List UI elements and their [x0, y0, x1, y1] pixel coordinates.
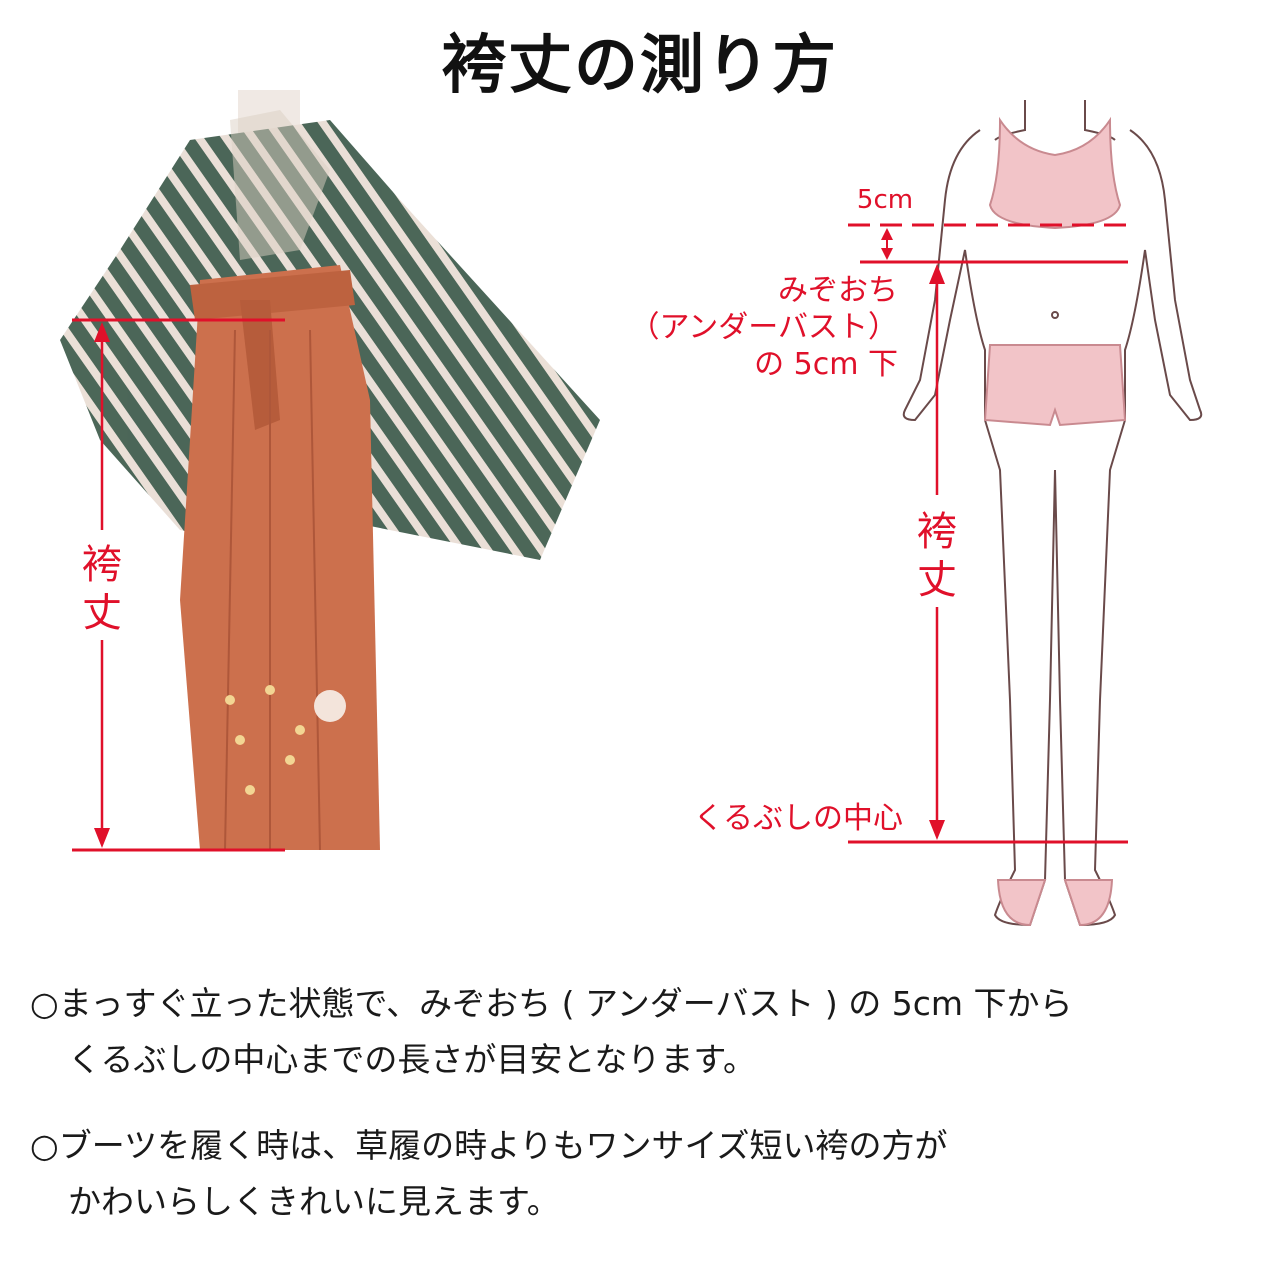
note-2: ○ブーツを履く時は、草履の時よりもワンサイズ短い袴の方が かわいらしくきれいに見… — [30, 1118, 947, 1230]
kimono-collar — [230, 110, 330, 260]
offset-label: 5cm — [857, 185, 913, 215]
body-figure — [902, 100, 1203, 927]
right-length-label-1: 袴 — [917, 509, 957, 555]
top-label-3: の 5cm 下 — [754, 347, 898, 382]
kimono-hakama-figure — [60, 90, 600, 851]
left-measure — [72, 318, 285, 852]
left-length-label-1: 袴 — [82, 542, 122, 588]
note-2-line-1: ○ブーツを履く時は、草履の時よりもワンサイズ短い袴の方が — [30, 1126, 948, 1165]
note-2-line-2: かわいらしくきれいに見えます。 — [68, 1182, 560, 1221]
note-1-line-2: くるぶしの中心までの長さが目安となります。 — [68, 1040, 757, 1079]
flower-embroidery — [314, 690, 346, 722]
right-length-label-2: 丈 — [917, 557, 957, 603]
note-1: ○まっすぐ立った状態で、みぞおち ( アンダーバスト ) の 5cm 下から く… — [30, 976, 1072, 1088]
top-label-2: （アンダーバスト） — [630, 310, 899, 345]
page-title: 袴丈の測り方 — [442, 29, 838, 103]
top-label-1: みぞおち — [778, 273, 898, 308]
note-1-line-1: ○まっすぐ立った状態で、みぞおち ( アンダーバスト ) の 5cm 下から — [30, 984, 1073, 1023]
hakama-waistband — [190, 270, 355, 320]
hakama-skirt — [180, 265, 380, 850]
left-length-label-2: 丈 — [82, 590, 122, 636]
right-measure — [848, 223, 1128, 844]
illustration: 袴 丈 5cm みぞおち （アンダーバスト） の 5cm 下 袴 丈 くるぶしの… — [60, 90, 1203, 927]
bottom-label: くるぶしの中心 — [694, 801, 903, 836]
